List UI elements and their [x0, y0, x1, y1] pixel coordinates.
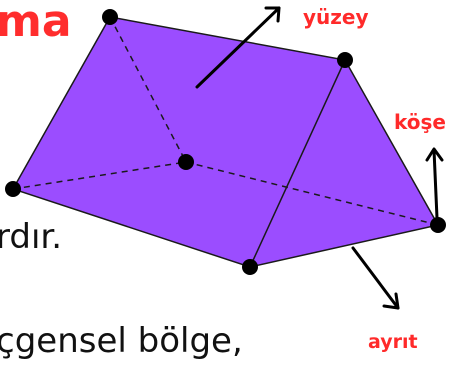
- vertex-left: [5, 181, 21, 197]
- face-arrow-head: [264, 6, 281, 23]
- prism-body: [11, 16, 440, 268]
- hidden-edge-left: [12, 161, 187, 190]
- vertex-bottom: [242, 259, 258, 275]
- vertex-arrow: [432, 148, 439, 220]
- face-arrow: [195, 6, 281, 89]
- vertex-right: [430, 217, 446, 233]
- body-text-line2: çgensel bölge,: [0, 321, 243, 361]
- vertex-top-left: [102, 9, 118, 25]
- vertex-hidden: [178, 154, 194, 170]
- edge-arrow: [351, 246, 400, 310]
- hidden-edge-top: [109, 16, 187, 163]
- vertex-arrow-head: [425, 147, 444, 162]
- label-vertex: köşe: [394, 110, 446, 134]
- vertex-top-right: [337, 52, 353, 68]
- front-edge: [249, 59, 346, 268]
- body-text-line1: rdır.: [0, 217, 62, 257]
- label-face: yüzey: [303, 5, 369, 29]
- edge-arrow-head: [382, 292, 400, 310]
- label-edge: ayrıt: [368, 331, 418, 353]
- title-fragment: ma: [0, 0, 72, 47]
